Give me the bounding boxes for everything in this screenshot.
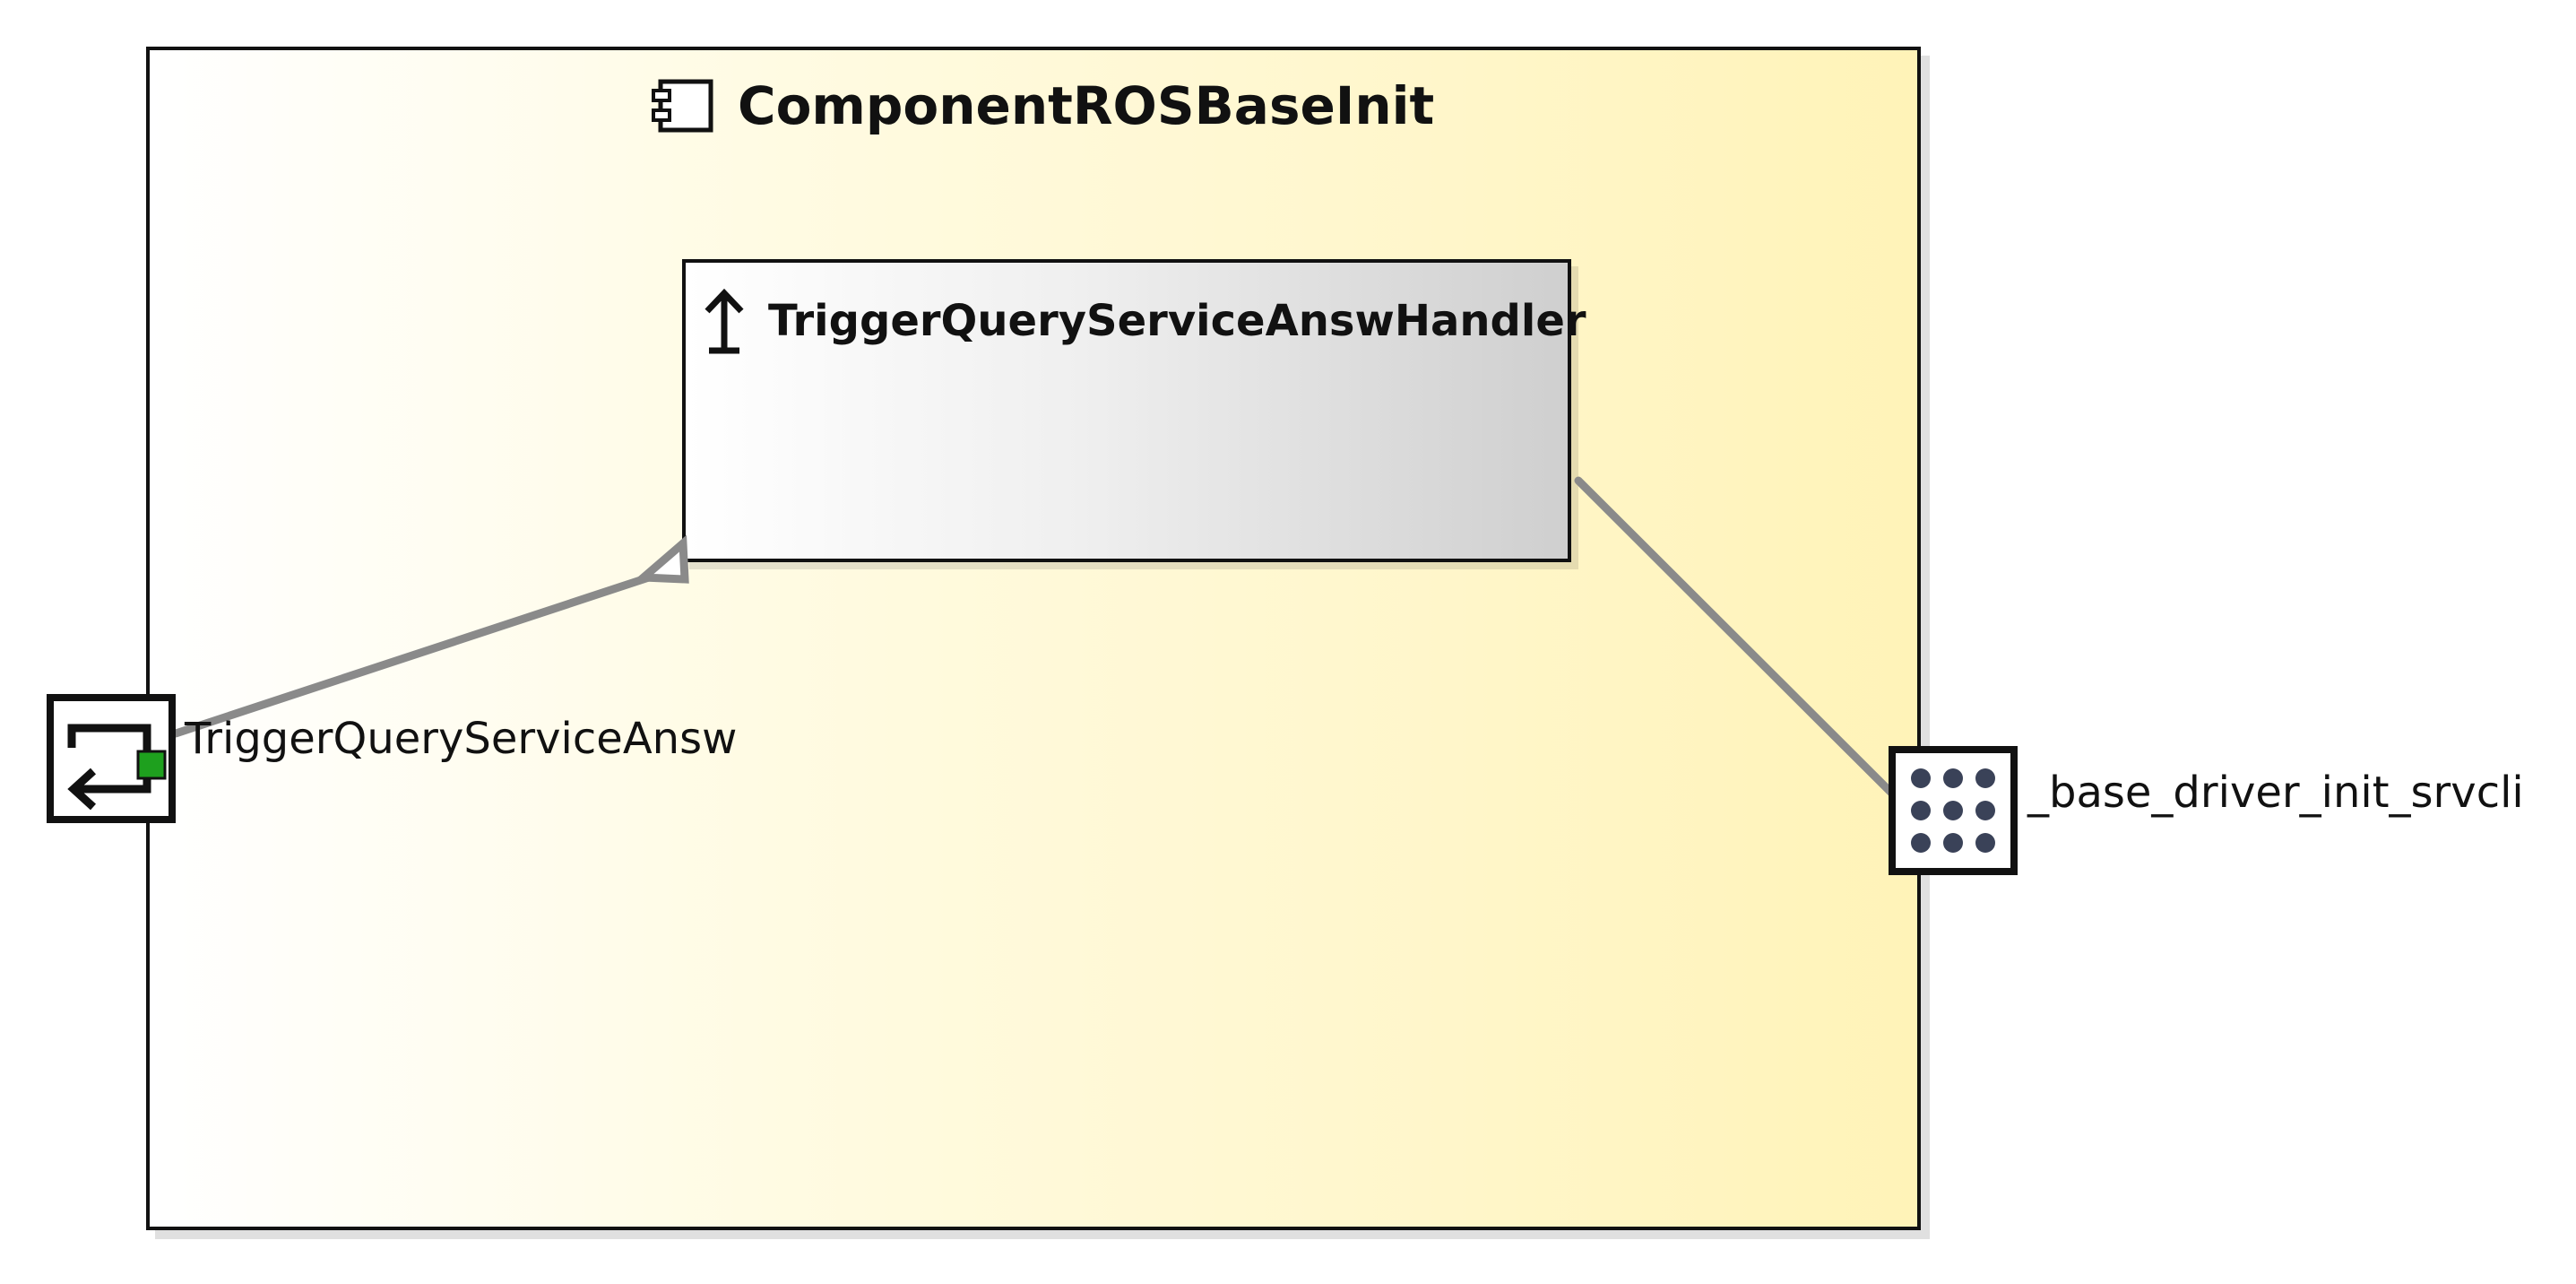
- service-client-connector[interactable]: [1574, 476, 1896, 797]
- up-arrow-icon: [705, 288, 744, 354]
- handler-title: TriggerQueryServiceAnswHandler: [768, 296, 1586, 346]
- component-header: ComponentROSBaseInit: [652, 70, 1434, 142]
- handler-box[interactable]: TriggerQueryServiceAnswHandler: [682, 259, 1586, 562]
- component-title: ComponentROSBaseInit: [738, 75, 1435, 136]
- service-client-port-icon: [1911, 768, 1995, 853]
- component-box[interactable]: [146, 47, 1921, 1230]
- query-service-answer-port-icon: [67, 724, 167, 811]
- query-service-answer-port-label: TriggerQueryServiceAnsw: [185, 714, 738, 764]
- realization-arrowhead-icon: [633, 534, 689, 584]
- handler-header: TriggerQueryServiceAnswHandler: [700, 286, 1586, 356]
- query-service-answer-port[interactable]: [47, 694, 176, 823]
- component-icon: [652, 79, 713, 133]
- service-client-port[interactable]: [1889, 746, 2018, 875]
- realization-connector[interactable]: [171, 569, 664, 738]
- service-client-port-label: _base_driver_init_srvcli: [2027, 768, 2524, 818]
